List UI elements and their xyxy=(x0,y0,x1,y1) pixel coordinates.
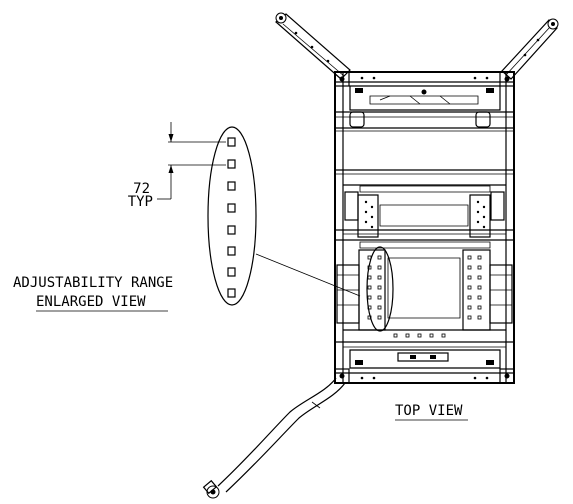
dimension-value: 72 xyxy=(133,181,150,197)
enlarged-area-marker xyxy=(366,246,394,332)
enlarged-view xyxy=(157,122,361,306)
enlarged-view-ellipse xyxy=(207,126,257,306)
lower-left-arm xyxy=(202,377,346,499)
callout-line2: ENLARGED VIEW xyxy=(36,294,146,310)
upper-right-arm xyxy=(501,18,559,80)
bottom-rail xyxy=(343,346,506,380)
top-rail xyxy=(335,76,514,132)
lower-mounting-bay xyxy=(335,241,514,343)
corner-posts xyxy=(334,71,515,384)
rack-outer-frame xyxy=(334,71,515,384)
dimension-typ-label: TYP xyxy=(128,194,153,210)
adjustment-slots xyxy=(227,137,236,298)
dimension-72 xyxy=(157,122,226,200)
upper-mounting-bay xyxy=(335,184,514,241)
callout-line1: ADJUSTABILITY RANGE xyxy=(13,275,173,291)
rack-top-view xyxy=(202,12,559,499)
view-title: TOP VIEW xyxy=(395,403,463,419)
upper-left-arm xyxy=(275,12,351,80)
